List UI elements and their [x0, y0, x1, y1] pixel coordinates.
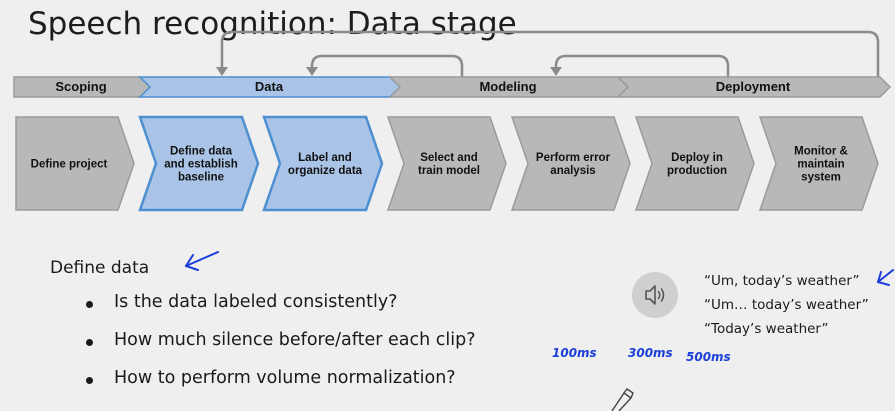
phase-modeling: Modeling — [388, 76, 630, 98]
step-label: and establish — [164, 159, 238, 171]
handwritten-annotation: 100ms — [552, 346, 597, 360]
define-data-heading: Define data — [50, 258, 150, 278]
step-label: Define project — [31, 159, 108, 171]
phase-label: Modeling — [479, 79, 536, 94]
ml-lifecycle-diagram: Scoping Data Modeling Deployment Define pro… — [13, 30, 892, 212]
step-label: baseline — [178, 172, 224, 184]
play-audio-button[interactable] — [632, 272, 678, 318]
phase-label: Scoping — [55, 79, 106, 94]
transcript-list: “Um, today’s weather” “Um… today’s weath… — [704, 270, 869, 342]
bullet-list: Is the data labeled consistently? How mu… — [84, 292, 476, 406]
bullet-item: How to perform volume normalization? — [84, 368, 476, 406]
loop-arrow-icon — [306, 54, 464, 77]
step-label: Perform error — [536, 152, 611, 164]
step-label: Monitor & — [794, 146, 848, 158]
transcript-item: “Today’s weather” — [704, 321, 829, 337]
phase-row: Scoping Data Modeling Deployment — [13, 76, 892, 98]
step-label: analysis — [550, 165, 595, 177]
iteration-arrows — [216, 30, 880, 77]
step-label: Label and — [298, 152, 352, 164]
phase-label: Deployment — [716, 79, 791, 94]
phase-scoping: Scoping — [13, 76, 152, 98]
step-chevron: Define project — [15, 116, 135, 211]
step-label: maintain — [797, 159, 844, 171]
speaker-icon — [645, 285, 665, 305]
handwritten-arrow-icon — [877, 269, 894, 286]
bullet-item: Is the data labeled consistently? — [84, 292, 476, 330]
step-label: Deploy in — [671, 152, 723, 164]
step-label: Define data — [170, 146, 233, 158]
slide-title: Speech recognition: Data stage — [28, 6, 517, 42]
step-label: organize data — [288, 165, 363, 177]
handwritten-annotation: 300ms — [628, 346, 673, 360]
transcript-item: “Um, today’s weather” — [704, 273, 860, 289]
transcript-item: “Um… today’s weather” — [704, 297, 869, 313]
handwritten-arrow-icon — [185, 251, 219, 271]
bullet-item: How much silence before/after each clip? — [84, 330, 476, 368]
loop-arrow-icon — [550, 54, 730, 77]
loop-arrow-icon — [216, 30, 880, 77]
phase-data: Data — [138, 76, 402, 98]
handwritten-annotation: 500ms — [686, 350, 731, 364]
step-label: system — [801, 172, 841, 184]
step-label: train model — [418, 165, 480, 177]
phase-label: Data — [255, 79, 284, 94]
step-label: production — [667, 165, 727, 177]
phase-deployment: Deployment — [616, 76, 892, 98]
step-label: Select and — [420, 152, 478, 164]
pen-cursor-icon — [611, 388, 634, 411]
